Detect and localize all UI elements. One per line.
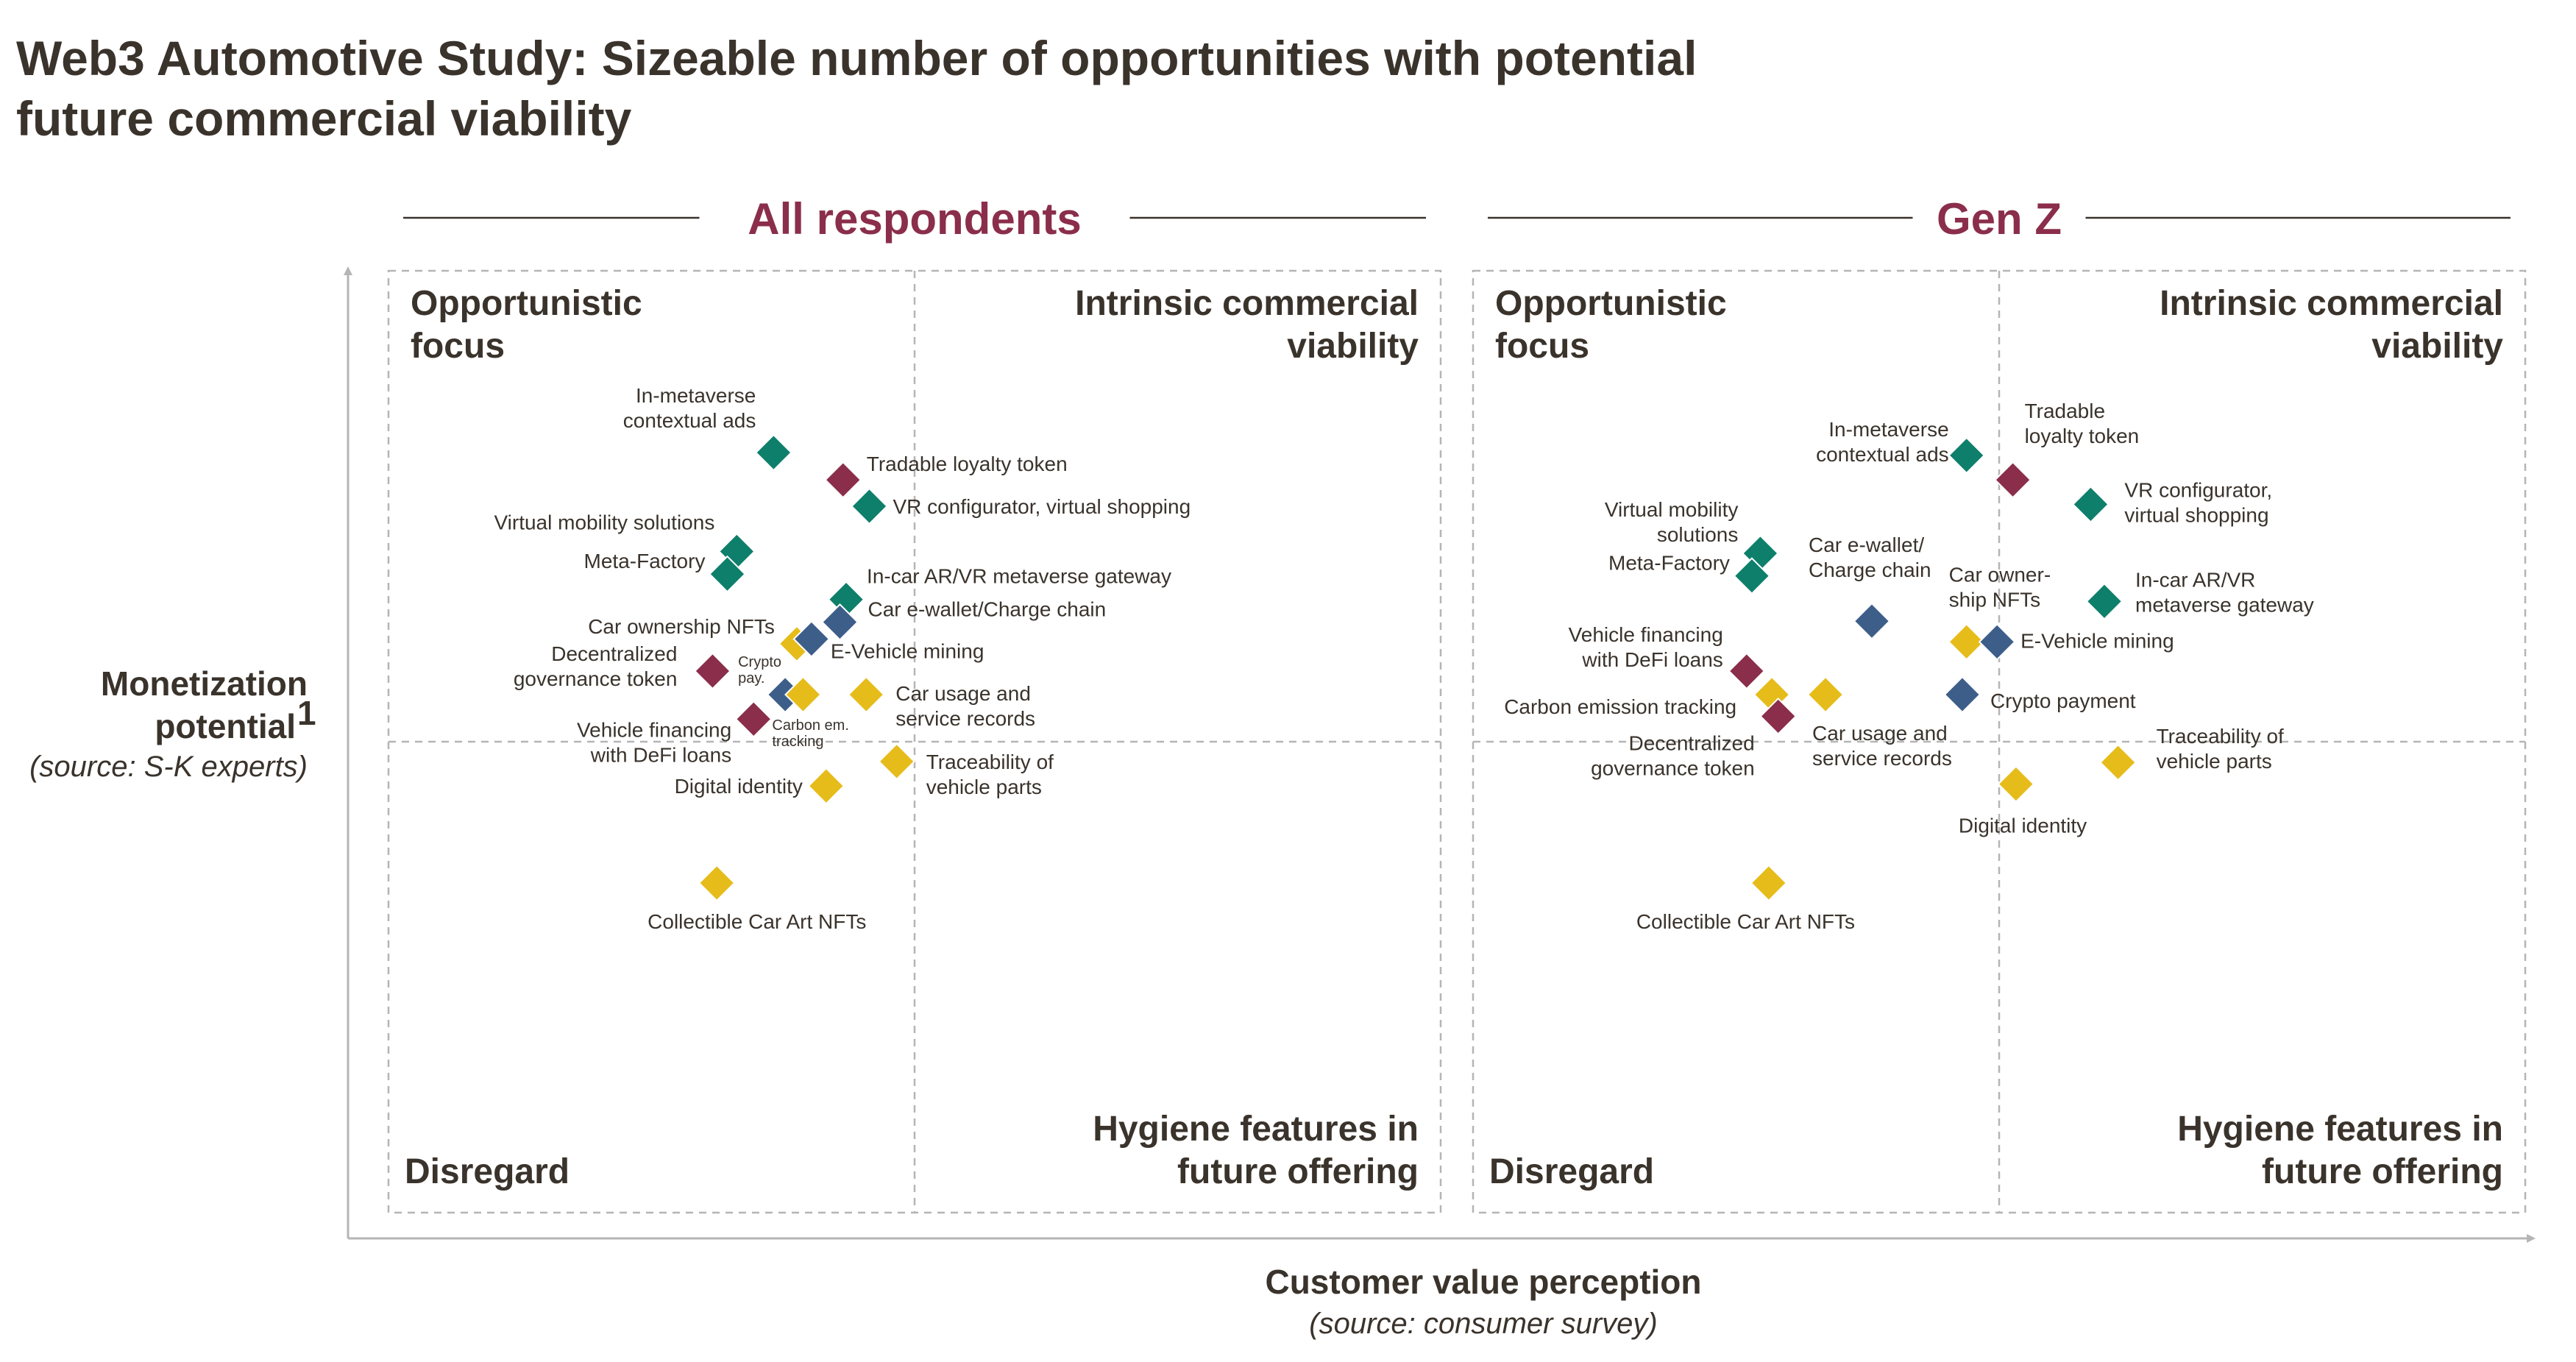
panel-title: All respondents: [748, 194, 1081, 244]
x-axis-label: Customer value perception: [1265, 1263, 1701, 1301]
data-point: [847, 675, 885, 714]
data-point: [792, 620, 831, 658]
data-point: [851, 487, 888, 525]
data-point: [824, 461, 862, 499]
data-point-label: Crypto payment: [1990, 689, 2136, 712]
data-point-label: VR configurator, virtual shopping: [893, 495, 1191, 518]
data-point-label: Virtual mobility solutions: [494, 511, 714, 533]
data-point: [1759, 698, 1798, 735]
data-point-label: Car owner-ship NFTs: [1949, 563, 2051, 611]
quadrant-label-disregard: Disregard: [405, 1152, 570, 1191]
data-point: [2071, 486, 2110, 523]
data-point-label: Collectible Car Art NFTs: [1636, 910, 1855, 933]
y-axis-label-line2: potential: [155, 707, 296, 745]
data-point: [784, 675, 822, 714]
x-axis-source: (source: consumer survey): [1309, 1308, 1657, 1340]
data-point: [1994, 461, 2032, 499]
data-point: [694, 652, 731, 690]
data-point: [2085, 582, 2123, 620]
data-point-label: Tradable loyalty token: [867, 453, 1068, 475]
data-point: [1997, 765, 2035, 804]
data-point: [1806, 675, 1845, 714]
data-point-label: Car e-wallet/Charge chain: [867, 597, 1106, 620]
data-point-label: Meta-Factory: [1608, 552, 1730, 575]
data-point-label: Meta-Factory: [584, 550, 706, 572]
y-axis-label-line1: Monetization: [101, 664, 308, 703]
data-point-label: VR configurator,virtual shopping: [2124, 478, 2272, 526]
data-point: [1750, 864, 1788, 902]
data-point-label: E-Vehicle mining: [831, 639, 984, 662]
data-point: [709, 555, 746, 593]
data-point-label: Car ownership NFTs: [588, 615, 775, 638]
data-point: [734, 700, 773, 738]
chart-title: Web3 Automotive Study: Sizeable number o…: [16, 28, 1929, 149]
chart-title-line2: future commercial viability: [16, 91, 632, 146]
quadrant-label-disregard: Disregard: [1489, 1152, 1654, 1191]
data-point-label: Carbon emission tracking: [1504, 695, 1736, 718]
data-point: [698, 864, 736, 902]
y-axis-label: Monetization: [101, 664, 308, 703]
y-axis-source: (source: S-K experts): [29, 751, 308, 783]
data-point: [754, 433, 792, 472]
data-point: [807, 767, 845, 805]
data-point: [821, 603, 859, 641]
data-point: [1733, 557, 1771, 595]
data-point: [1853, 602, 1891, 640]
data-point-label: Collectible Car Art NFTs: [647, 910, 866, 933]
data-point-label: In-car AR/VR metaverse gateway: [867, 565, 1171, 588]
data-point: [1948, 623, 1986, 661]
y-axis-superscript: 1: [297, 694, 316, 732]
data-point: [878, 742, 916, 781]
data-point: [1943, 675, 1981, 714]
data-point-label: Digital identity: [675, 775, 803, 798]
data-point: [1978, 623, 2016, 661]
data-point-label: Car e-wallet/Charge chain: [1809, 533, 1931, 581]
chart-title-line1: Web3 Automotive Study: Sizeable number o…: [16, 31, 1697, 85]
data-point-label: Carbon em.tracking: [772, 717, 849, 750]
data-point: [2099, 743, 2137, 781]
data-point-label: E-Vehicle mining: [2020, 629, 2174, 652]
panel-title: Gen Z: [1937, 194, 2062, 244]
data-point: [1948, 436, 1986, 475]
y-axis-label-2: potential: [155, 707, 296, 745]
data-point: [1728, 652, 1766, 690]
data-point-label: Digital identity: [1959, 815, 2087, 837]
